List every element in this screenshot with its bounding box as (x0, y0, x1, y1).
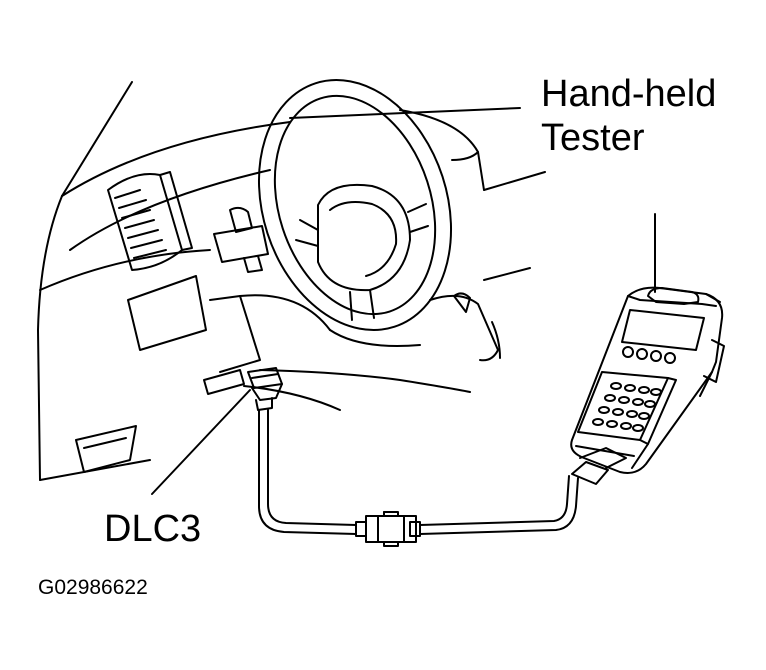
dlc3-connector (248, 368, 282, 410)
steering-wheel (228, 55, 482, 355)
hand-held-tester (571, 288, 724, 484)
figure-code: G02986622 (38, 576, 148, 599)
tester-cable (259, 410, 578, 534)
dashboard-outline (38, 108, 545, 480)
tester-label-line1: Hand-held (541, 73, 717, 115)
windshield-pillar (38, 82, 132, 330)
air-vent (108, 172, 192, 270)
tester-keypad (593, 383, 661, 431)
combination-switch (214, 208, 268, 272)
steering-column (430, 268, 530, 360)
dlc3-leader-line (152, 390, 250, 494)
cable-junction (356, 512, 420, 546)
tester-label: Hand-held Tester (541, 72, 716, 160)
lower-dash-panel (40, 276, 470, 480)
tester-label-line2: Tester (541, 117, 645, 159)
connector-label: DLC3 (104, 508, 202, 550)
